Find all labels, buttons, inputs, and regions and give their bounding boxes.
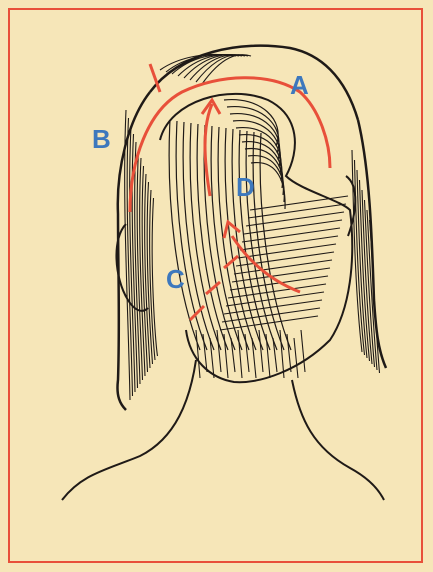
label-c: C: [166, 266, 185, 292]
hair-outline-top: [150, 46, 358, 120]
hair-strand: [234, 260, 332, 274]
label-b: B: [92, 126, 111, 152]
neck-right-outline: [292, 380, 384, 500]
hair-strand: [266, 334, 270, 378]
hair-strand: [232, 268, 330, 282]
neck-left-outline: [62, 360, 196, 500]
hair-strand: [240, 236, 338, 250]
hair-strand: [301, 330, 305, 372]
guide-curve-lower-head: [224, 222, 240, 238]
hair-strand: [246, 212, 344, 226]
hair-strand: [196, 330, 200, 378]
hair-strand: [231, 338, 235, 372]
label-a: A: [290, 72, 309, 98]
hair-strand: [238, 330, 242, 378]
hair-strand: [217, 330, 221, 372]
hair-strand: [259, 330, 263, 372]
hair-strand: [224, 300, 322, 314]
hair-strand: [294, 338, 298, 378]
hair-strand: [244, 220, 342, 234]
hair-strand: [228, 284, 326, 298]
label-d: D: [236, 174, 255, 200]
guide-tick: [150, 64, 160, 92]
hair-strand: [224, 334, 228, 378]
hair-strand: [245, 334, 249, 372]
hair-strand: [273, 338, 277, 372]
hair-strand: [248, 204, 346, 218]
hair-strand: [287, 334, 291, 372]
hair-strand: [250, 196, 348, 210]
hair-strand: [251, 163, 285, 209]
hair-strand: [280, 330, 284, 378]
